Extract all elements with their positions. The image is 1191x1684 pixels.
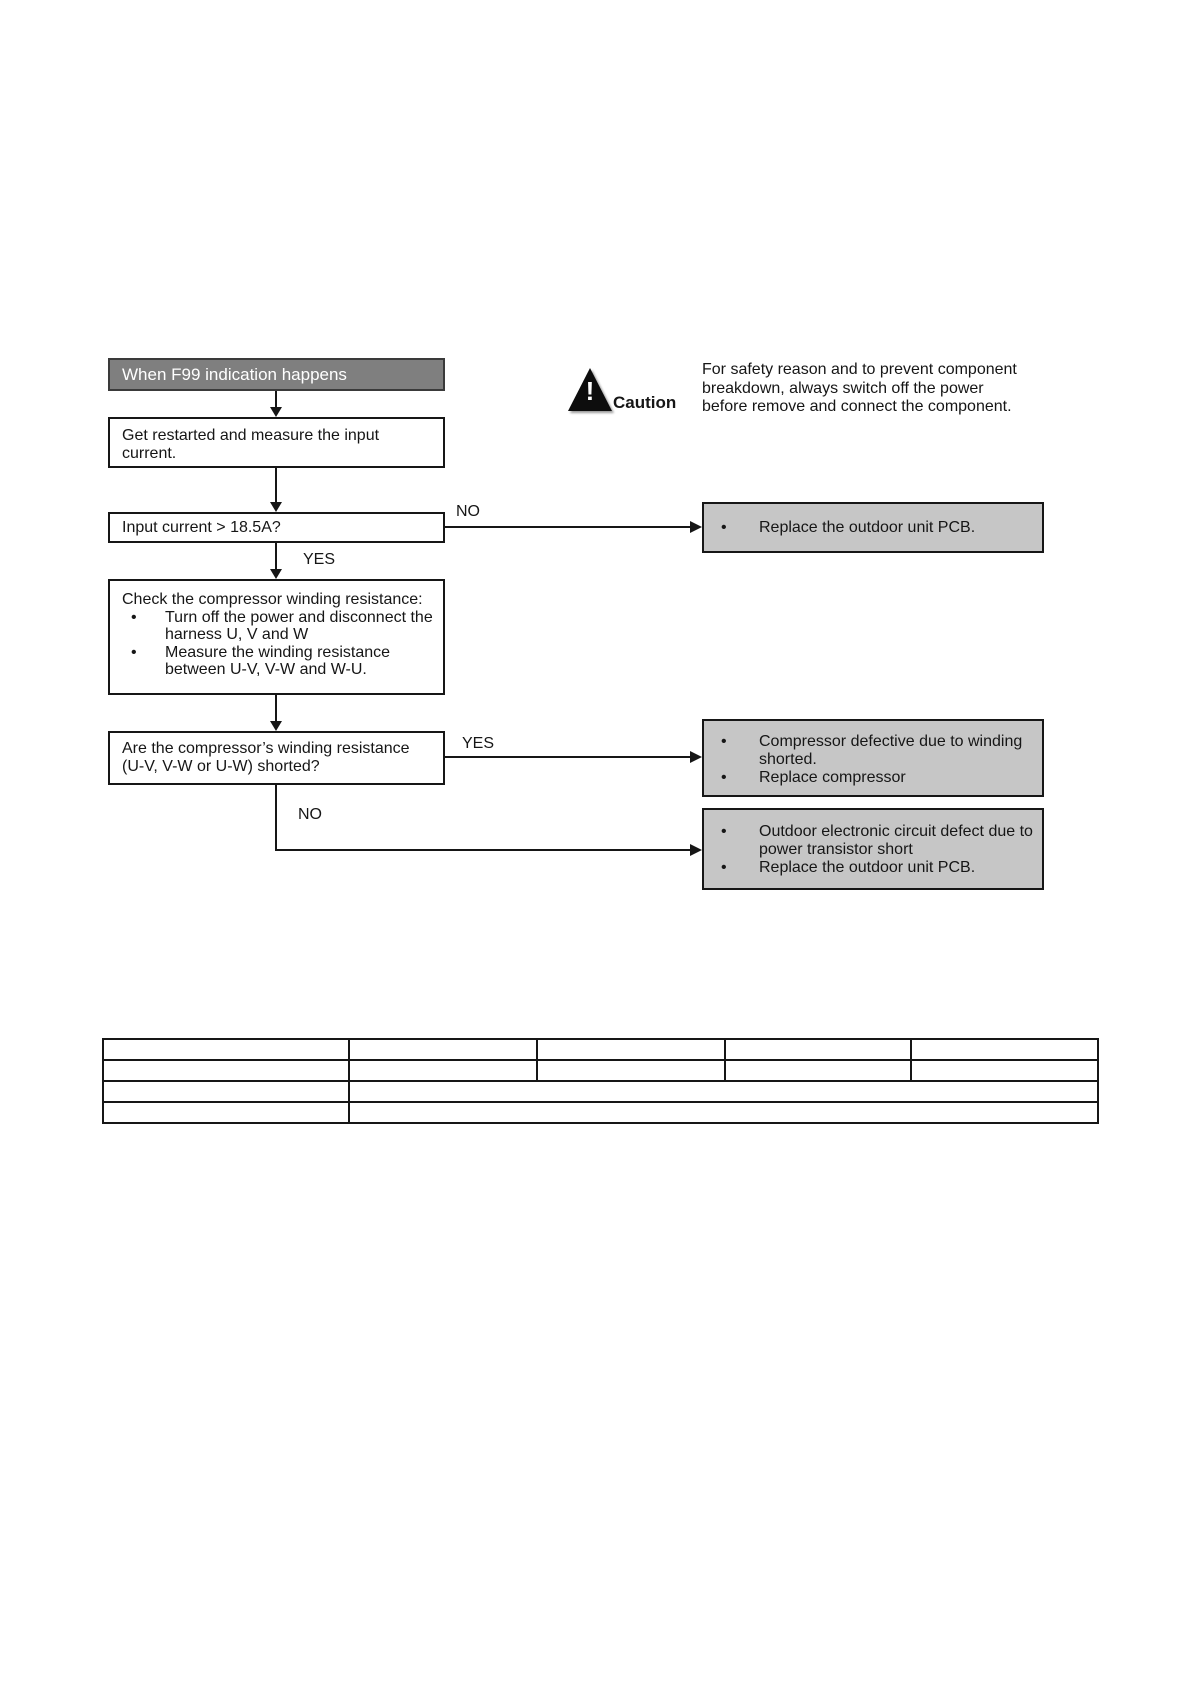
caution-text: For safety reason and to prevent compone…	[702, 361, 1102, 417]
bullet-icon: •	[721, 518, 727, 536]
table-cell	[910, 1038, 1099, 1061]
table-row	[102, 1059, 1099, 1082]
table-cell	[536, 1059, 726, 1082]
step-check-bullet-1: Turn off the power and disconnect the ha…	[165, 608, 433, 644]
table-cell	[348, 1038, 538, 1061]
warning-triangle-icon	[568, 368, 612, 411]
flow-connector-line	[275, 468, 277, 503]
outcome-transistor-text-1: Outdoor electronic circuit defect due to…	[759, 823, 1033, 858]
bullet-icon: •	[131, 608, 137, 626]
step-shorted-text: Are the compressor’s winding resistance …	[122, 740, 410, 775]
table-cell	[102, 1038, 350, 1061]
flow-connector-line	[275, 849, 690, 851]
step-current-text: Input current > 18.5A?	[122, 519, 281, 536]
caution-line-1: For safety reason and to prevent compone…	[702, 361, 1017, 378]
bullet-icon: •	[721, 733, 727, 750]
table-cell	[724, 1059, 912, 1082]
table-cell-merged	[348, 1101, 1099, 1124]
bullet-icon: •	[131, 643, 137, 661]
branch-label-yes-1: YES	[303, 551, 336, 568]
branch-label-yes-2: YES	[462, 735, 495, 752]
outcome-compressor-text-2: Replace compressor	[759, 769, 906, 786]
bottom-table	[102, 1038, 1099, 1124]
flow-connector-line	[445, 756, 690, 758]
outcome-circuit-defect: • Outdoor electronic circuit defect due …	[702, 808, 1044, 890]
arrow-down-icon	[270, 721, 282, 731]
outcome-replace-pcb: • Replace the outdoor unit PCB.	[702, 502, 1044, 553]
bullet-icon: •	[721, 823, 727, 840]
branch-label-no-2: NO	[298, 806, 322, 823]
step-check-bullet-2: Measure the winding resistance between U…	[165, 643, 391, 679]
flow-connector-line	[275, 785, 277, 851]
flow-connector-line	[275, 543, 277, 570]
table-cell	[910, 1059, 1099, 1082]
flow-connector-line	[275, 391, 277, 408]
arrow-down-icon	[270, 407, 282, 417]
flowchart-start-box: When F99 indication happens	[108, 358, 445, 391]
table-cell	[724, 1038, 912, 1061]
exclamation-icon: !	[585, 376, 595, 406]
table-cell	[102, 1059, 350, 1082]
flowchart-step-shorted: Are the compressor’s winding resistance …	[108, 731, 445, 785]
step-check-title: Check the compressor winding resistance:	[122, 591, 423, 608]
table-row	[102, 1101, 1099, 1124]
bullet-icon: •	[721, 859, 727, 876]
caution-line-2: breakdown, always switch off the power	[702, 379, 984, 397]
outcome-transistor-text-2: Replace the outdoor unit PCB.	[759, 859, 976, 876]
table-row	[102, 1038, 1099, 1061]
arrow-right-icon	[690, 521, 702, 533]
outcome-compressor-defective: • Compressor defective due to winding sh…	[702, 719, 1044, 797]
table-cell	[348, 1059, 538, 1082]
branch-label-no-1: NO	[456, 503, 480, 520]
outcome-compressor-text-1: Compressor defective due to winding shor…	[759, 733, 1023, 768]
flowchart-step-restart: Get restarted and measure the input curr…	[108, 417, 445, 468]
arrow-right-icon	[690, 751, 702, 763]
table-cell	[102, 1080, 350, 1103]
flow-connector-line	[445, 526, 690, 528]
table-row	[102, 1080, 1099, 1103]
table-cell	[536, 1038, 726, 1061]
flowchart-step-input-current: Input current > 18.5A?	[108, 512, 445, 543]
arrow-right-icon	[690, 844, 702, 856]
caution-line-3: before remove and connect the component.	[702, 398, 1012, 415]
bullet-icon: •	[721, 769, 727, 786]
arrow-down-icon	[270, 569, 282, 579]
outcome-pcb-text: Replace the outdoor unit PCB.	[759, 518, 976, 536]
arrow-down-icon	[270, 502, 282, 512]
flow-connector-line	[275, 695, 277, 722]
caution-label: Caution	[613, 393, 677, 412]
table-cell-merged	[348, 1080, 1099, 1103]
step-restart-text: Get restarted and measure the input curr…	[122, 427, 380, 462]
table-cell	[102, 1101, 350, 1124]
flowchart-step-check-winding: Check the compressor winding resistance:…	[108, 579, 445, 695]
